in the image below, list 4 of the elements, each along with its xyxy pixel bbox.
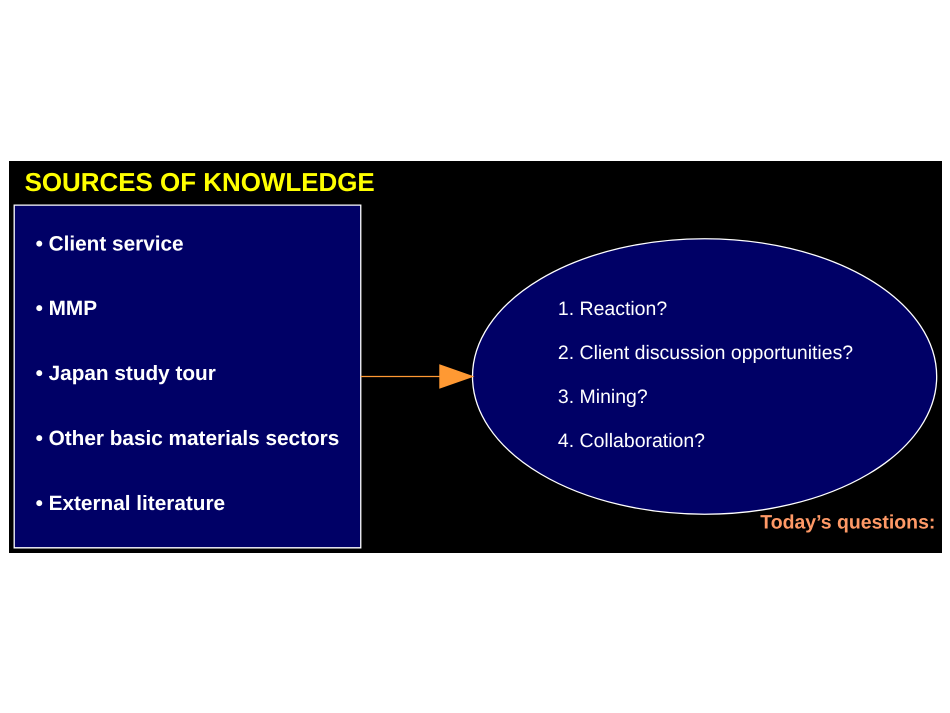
node-box: • Client service • MMP • Japan study tour • Other basic materials sectors • External literature (13, 204, 361, 548)
node-ellipse: 1. Reaction? 2. Client discussion opportunities? 3. Mining? 4. Collaboration? (471, 238, 937, 514)
diagram-title: SOURCES OF KNOWLEDGE (24, 168, 374, 196)
arrow (360, 364, 474, 388)
